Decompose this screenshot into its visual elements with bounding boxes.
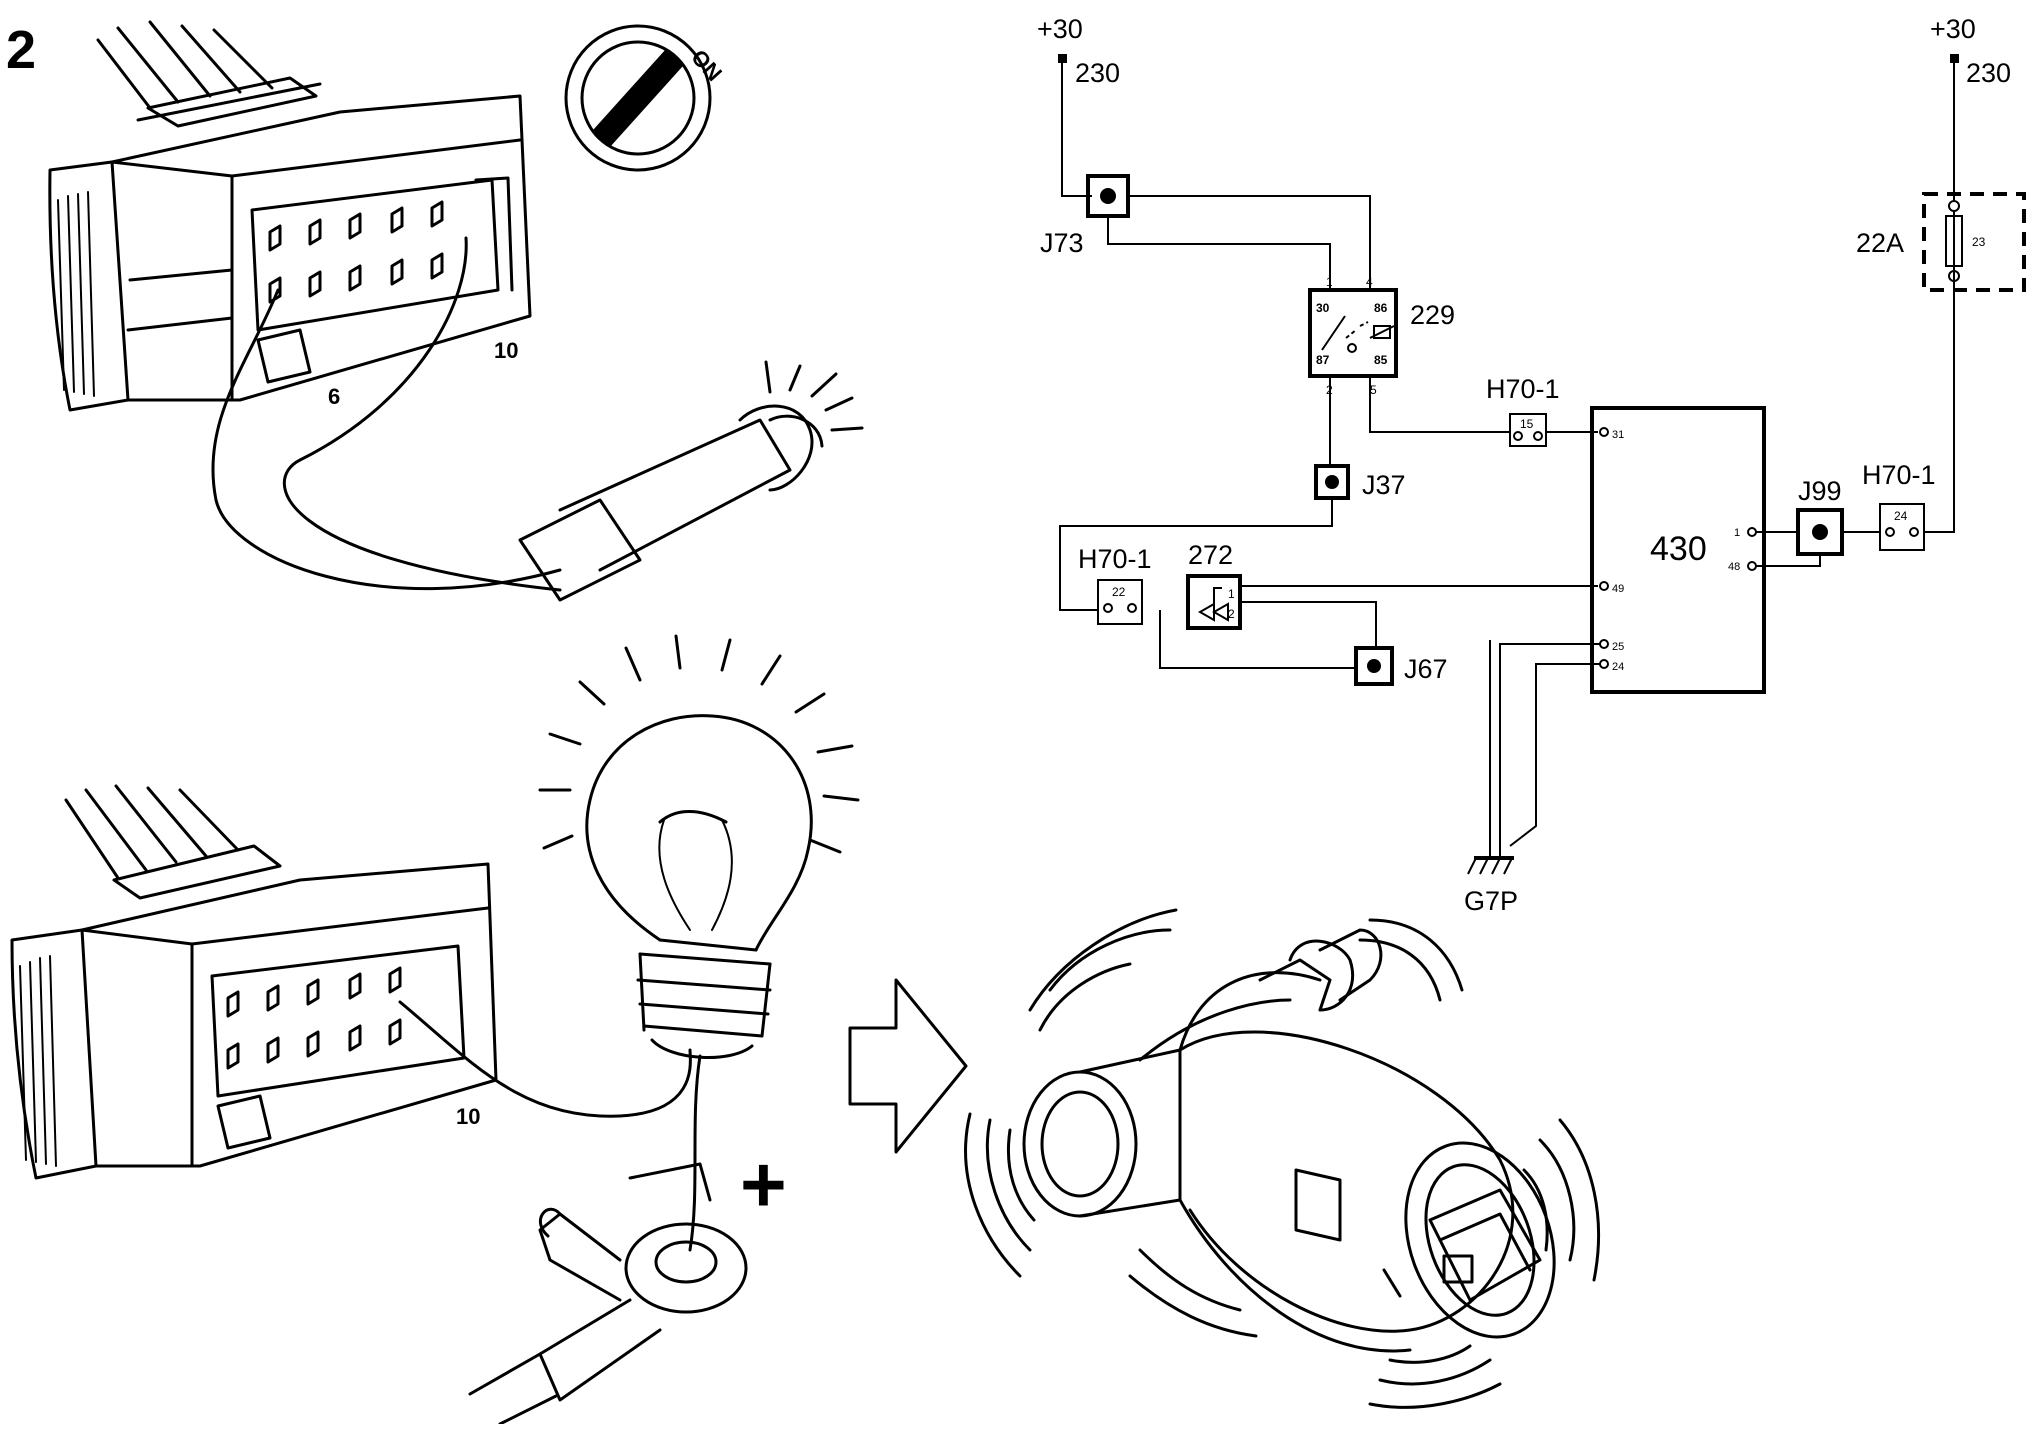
solenoid-valve-icon: [964, 908, 1600, 1409]
j99-label: J99: [1798, 476, 1842, 506]
svg-text:24: 24: [1612, 661, 1624, 673]
svg-text:2: 2: [1228, 607, 1235, 621]
connector-bottom-pin-10: 10: [456, 1104, 480, 1129]
test-lead-wire: [398, 1000, 692, 1118]
j37-label: J37: [1362, 470, 1406, 500]
svg-text:1: 1: [1326, 275, 1333, 289]
fuse-22a: 23: [1922, 192, 2026, 292]
fuse-22a-label: 22A: [1856, 228, 1904, 258]
svg-text:15: 15: [1520, 417, 1534, 431]
plus-sign: +: [740, 1140, 787, 1229]
connector-top-pin-10: 10: [494, 338, 518, 363]
svg-text:4: 4: [1366, 275, 1373, 289]
svg-text:24: 24: [1894, 509, 1908, 523]
svg-text:86: 86: [1374, 301, 1388, 315]
svg-text:30: 30: [1316, 301, 1330, 315]
supply-right-terminal: +30: [1930, 14, 1976, 44]
test-probe-icon: [211, 236, 864, 602]
supply-left-terminal: +30: [1037, 14, 1083, 44]
wiring-schematic: +30 230 J73 1 4 30 86 87 85 2 5 229: [1037, 14, 2026, 916]
supply-left-wire: 230: [1075, 58, 1120, 88]
ecu-430-label: 430: [1650, 530, 1707, 568]
ignition-switch-icon: ON: [564, 24, 727, 172]
j67-box: [1354, 646, 1394, 686]
svg-text:25: 25: [1612, 641, 1624, 653]
j73-label: J73: [1040, 228, 1084, 258]
svg-text:5: 5: [1370, 383, 1377, 397]
h70-left-box: [1097, 579, 1143, 625]
h70-right-label: H70-1: [1862, 460, 1936, 490]
connector-bottom-icon: [10, 784, 498, 1180]
result-arrow-icon: [848, 978, 968, 1154]
svg-text:48: 48: [1728, 561, 1740, 573]
ground-g7p-icon: [1467, 856, 1514, 875]
svg-text:1: 1: [1734, 527, 1740, 539]
h70-right-box: [1879, 503, 1925, 551]
svg-text:85: 85: [1374, 353, 1388, 367]
valve-272-label: 272: [1188, 540, 1233, 570]
j67-label: J67: [1404, 654, 1448, 684]
relay-229: 1 4 30 86 87 85 2 5: [1308, 275, 1398, 397]
ground-g7p-label: G7P: [1464, 886, 1518, 916]
svg-text:22: 22: [1112, 585, 1126, 599]
svg-text:31: 31: [1612, 429, 1624, 441]
h70-top-label: H70-1: [1486, 374, 1560, 404]
supply-right-wire: 230: [1966, 58, 2011, 88]
step-number: 2: [6, 20, 36, 80]
light-bulb-icon: [538, 634, 860, 1059]
svg-text:1: 1: [1228, 587, 1235, 601]
battery-terminal-icon: [468, 1054, 748, 1426]
svg-text:23: 23: [1972, 235, 1986, 249]
h70-left-label: H70-1: [1078, 544, 1152, 574]
relay-229-label: 229: [1410, 300, 1455, 330]
ecu-430-box: [1590, 406, 1766, 694]
h70-top-box: [1509, 413, 1547, 447]
connector-top-icon: [48, 20, 532, 412]
svg-text:87: 87: [1316, 353, 1330, 367]
connector-top-pin-6: 6: [328, 384, 340, 409]
svg-text:49: 49: [1612, 583, 1624, 595]
